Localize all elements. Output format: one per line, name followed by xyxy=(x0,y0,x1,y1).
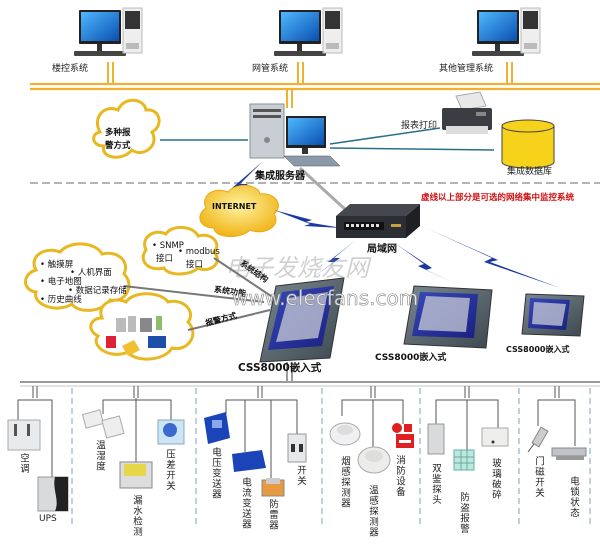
system-function-line xyxy=(123,285,265,303)
device-group-fire xyxy=(341,386,404,450)
label-other-management: 其他管理系统 xyxy=(439,64,494,74)
top-network-bus xyxy=(30,62,600,108)
lightning-lan-unit1 xyxy=(304,240,356,284)
label-fire-equipment: 消防设备 xyxy=(394,455,405,497)
label-dual-tech-detector: 双鉴探头 xyxy=(430,463,441,505)
label-css8000-main: CSS8000嵌入式 xyxy=(238,362,322,374)
label-integration-server: 集成服务器 xyxy=(255,171,305,182)
temp-humidity-sensor-icon xyxy=(81,409,125,439)
device-group-access xyxy=(537,386,576,446)
label-lan: 局域网 xyxy=(367,244,397,255)
alarm-method-line xyxy=(187,309,271,331)
interface-modbus: • modbus xyxy=(178,247,220,257)
label-electric-lock-status: 电锁状态 xyxy=(568,476,579,518)
label-css8000-second: CSS8000嵌入式 xyxy=(375,353,447,363)
alarm-devices-cloud xyxy=(89,292,195,361)
interface-snmp-sub: 接口 xyxy=(156,254,174,264)
workstation-building-control[interactable] xyxy=(74,7,143,56)
optional-section-note: 虚线以上部分是可选的网络集中监控系统 xyxy=(421,193,575,203)
lightning-lan-unit3 xyxy=(426,228,560,288)
interfaces-cloud xyxy=(141,226,219,276)
feature-history-curve: • 历史曲线 xyxy=(40,295,82,305)
differential-pressure-switch-icon xyxy=(157,419,185,445)
label-diff-pressure-switch: 压差开关 xyxy=(164,449,175,491)
voltage-transmitter-icon xyxy=(204,412,230,444)
alarm-cloud-line2: 警方式 xyxy=(105,141,131,151)
feature-touchscreen: • 触摸屏 xyxy=(40,260,74,270)
css8000-unit-second[interactable] xyxy=(403,285,493,349)
internet-cloud xyxy=(199,185,279,237)
label-css8000-third: CSS8000嵌入式 xyxy=(506,345,570,354)
alarm-methods-cloud xyxy=(92,98,161,159)
electric-lock-icon xyxy=(551,447,587,460)
integration-server[interactable] xyxy=(249,103,341,167)
fire-equipment-icon xyxy=(392,423,414,448)
lightning-internet-switch xyxy=(274,210,342,228)
server-switch-cable xyxy=(298,166,350,214)
device-group-security xyxy=(435,386,499,452)
circuit-switch-icon xyxy=(287,433,307,463)
label-surge-protector: 防雷器 xyxy=(267,499,278,531)
label-voltage-transmitter: 电压变送器 xyxy=(210,447,221,500)
ups-icon xyxy=(37,476,69,512)
label-heat-detector: 温感探测器 xyxy=(367,485,378,538)
system-structure-line xyxy=(213,257,275,299)
workstation-other-management[interactable] xyxy=(472,7,541,56)
dual-tech-detector-icon xyxy=(427,423,445,455)
label-report-printer: 报表打印 xyxy=(401,121,438,131)
glass-break-detector-icon xyxy=(481,427,509,447)
label-leak-detection: 漏水检测 xyxy=(131,495,142,537)
label-glass-break: 玻璃破碎 xyxy=(490,458,501,500)
feature-hmi: • 人机界面 xyxy=(70,268,112,278)
label-internet: INTERNET xyxy=(212,202,257,211)
label-network-management: 网管系统 xyxy=(252,64,289,74)
air-conditioner-icon xyxy=(7,419,41,451)
label-air-conditioner: 空调 xyxy=(18,453,29,474)
label-ups: UPS xyxy=(39,514,57,524)
feature-emap: • 电子地图 xyxy=(40,277,82,287)
watermark-chinese: 电子发烧友网 xyxy=(225,254,369,282)
field-device-bus xyxy=(20,381,600,387)
label-building-control: 楼控系统 xyxy=(52,64,89,74)
report-printer[interactable] xyxy=(442,91,492,134)
interface-snmp: • SNMP xyxy=(152,241,184,251)
lightning-server-internet xyxy=(214,162,262,208)
workstation-network-management[interactable] xyxy=(274,7,343,56)
group-dividers xyxy=(71,388,591,528)
label-smoke-detector: 烟感探测器 xyxy=(339,456,350,509)
database-link xyxy=(329,147,495,151)
integration-database-icon xyxy=(501,119,555,169)
device-group-environment xyxy=(102,386,172,464)
label-door-magnetic-switch: 门磁开关 xyxy=(533,456,544,498)
device-group-electrical xyxy=(225,386,298,478)
door-magnetic-switch-icon xyxy=(527,426,549,453)
heat-detector-icon xyxy=(357,446,391,474)
css8000-unit-main[interactable] xyxy=(259,277,345,363)
lan-switch[interactable] xyxy=(336,204,420,238)
interface-modbus-sub: 接口 xyxy=(186,260,204,270)
label-integration-database: 集成数据库 xyxy=(507,167,553,177)
print-link xyxy=(329,127,441,145)
feature-data-logging: • 数据记录存储 xyxy=(68,286,127,296)
current-transmitter-icon xyxy=(232,450,266,472)
label-current-transmitter: 电流变送器 xyxy=(240,477,251,530)
smoke-detector-icon xyxy=(329,422,361,446)
anti-theft-alarm-icon xyxy=(453,449,475,471)
leak-detection-icon xyxy=(119,461,153,489)
watermark-url: www.elecfans.com xyxy=(232,286,419,311)
lightning-lan-unit2 xyxy=(396,244,456,284)
label-circuit-switch: 开关 xyxy=(295,465,306,486)
alarm-cloud-line1: 多种报 xyxy=(105,128,131,138)
device-group-power-env xyxy=(17,386,53,478)
features-cloud xyxy=(24,242,131,312)
surge-protector-icon xyxy=(261,478,285,497)
label-temp-humidity: 温湿度 xyxy=(94,440,105,472)
label-anti-theft-alarm: 防盗报警 xyxy=(458,492,469,534)
css8000-unit-third[interactable] xyxy=(521,293,585,337)
